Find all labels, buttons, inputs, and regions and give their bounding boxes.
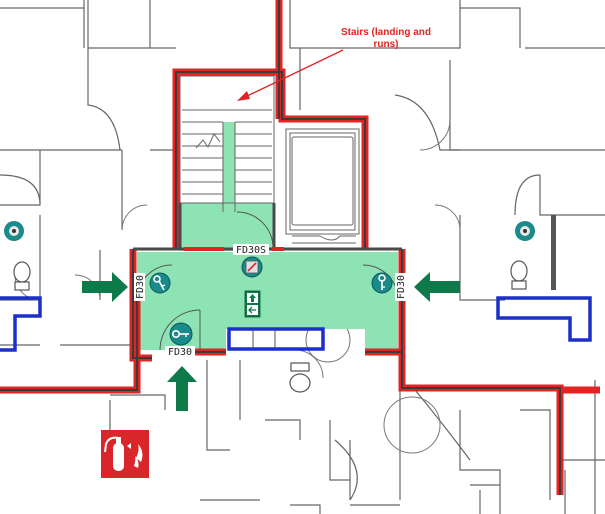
- stair-runs: [179, 75, 275, 212]
- door-label-fd30s: FD30S: [236, 245, 266, 256]
- annotation-leader: [237, 49, 344, 101]
- key-icon: [371, 272, 393, 294]
- stair-door-leaf: [184, 247, 224, 251]
- toilet-fixtures: [13, 260, 528, 393]
- fire-compartment-lines: [0, 0, 600, 495]
- hand-dryer-icons: [4, 221, 535, 241]
- arrow-up-icon: [167, 366, 197, 411]
- door-label-right: FD30: [396, 275, 407, 299]
- fire-extinguisher-sign-icon: [101, 430, 149, 478]
- key-icon: [149, 272, 171, 294]
- background-door-swings: [14, 119, 461, 454]
- door-label-left: FD30: [135, 275, 146, 299]
- arrow-right-icon: [82, 272, 128, 302]
- stairs-annotation: Stairs (landing and runs): [340, 27, 431, 50]
- fire-exit-sign-icon: [244, 290, 261, 318]
- blue-partitions: [0, 296, 592, 352]
- fire-alarm-call-point-icon: [241, 256, 263, 278]
- door-labels: FD30S FD30 FD30 FD30: [134, 244, 407, 358]
- wall-segment: [551, 215, 556, 290]
- door-label-bottom: FD30: [168, 347, 192, 358]
- blue-partition-detail: [252, 330, 276, 348]
- protected-escape-area: [137, 122, 398, 350]
- arrow-left-icon: [414, 272, 460, 302]
- lift-shaft: [285, 128, 360, 244]
- key-icon: [169, 322, 193, 346]
- stair-door-leaf: [272, 247, 284, 251]
